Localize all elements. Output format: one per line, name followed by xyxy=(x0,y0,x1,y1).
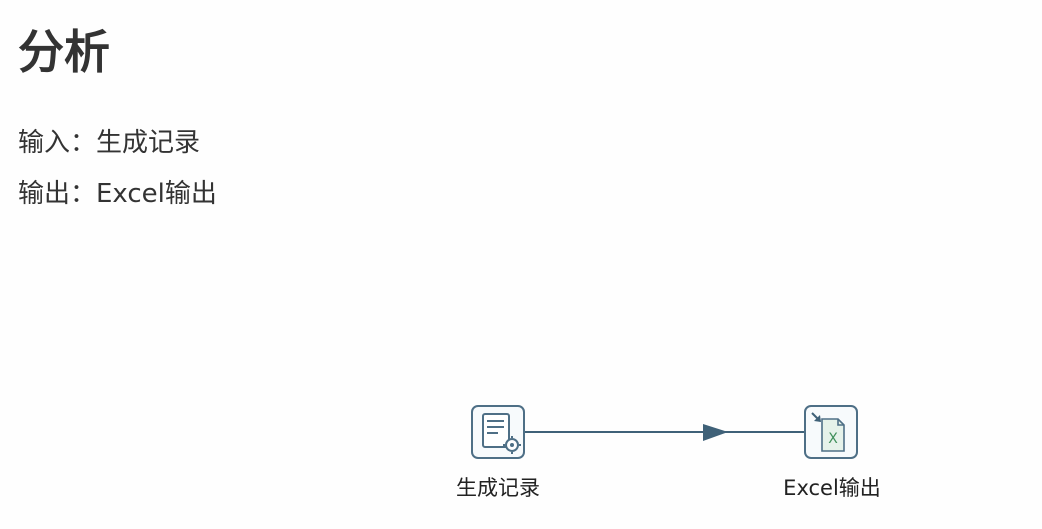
svg-text:X: X xyxy=(828,431,838,447)
input-description: 输入：生成记录 xyxy=(18,128,201,158)
page-title: 分析 xyxy=(18,25,110,79)
step-label-generate-rows: 生成记录 xyxy=(456,476,540,500)
step-excel-output[interactable]: X xyxy=(804,405,858,459)
generate-rows-icon xyxy=(482,413,521,454)
step-label-excel-output: Excel输出 xyxy=(783,476,881,500)
step-generate-rows[interactable] xyxy=(471,405,525,459)
output-description: 输出：Excel输出 xyxy=(18,179,217,209)
hop-arrow-icon xyxy=(703,424,728,441)
excel-output-icon: X xyxy=(811,412,845,452)
